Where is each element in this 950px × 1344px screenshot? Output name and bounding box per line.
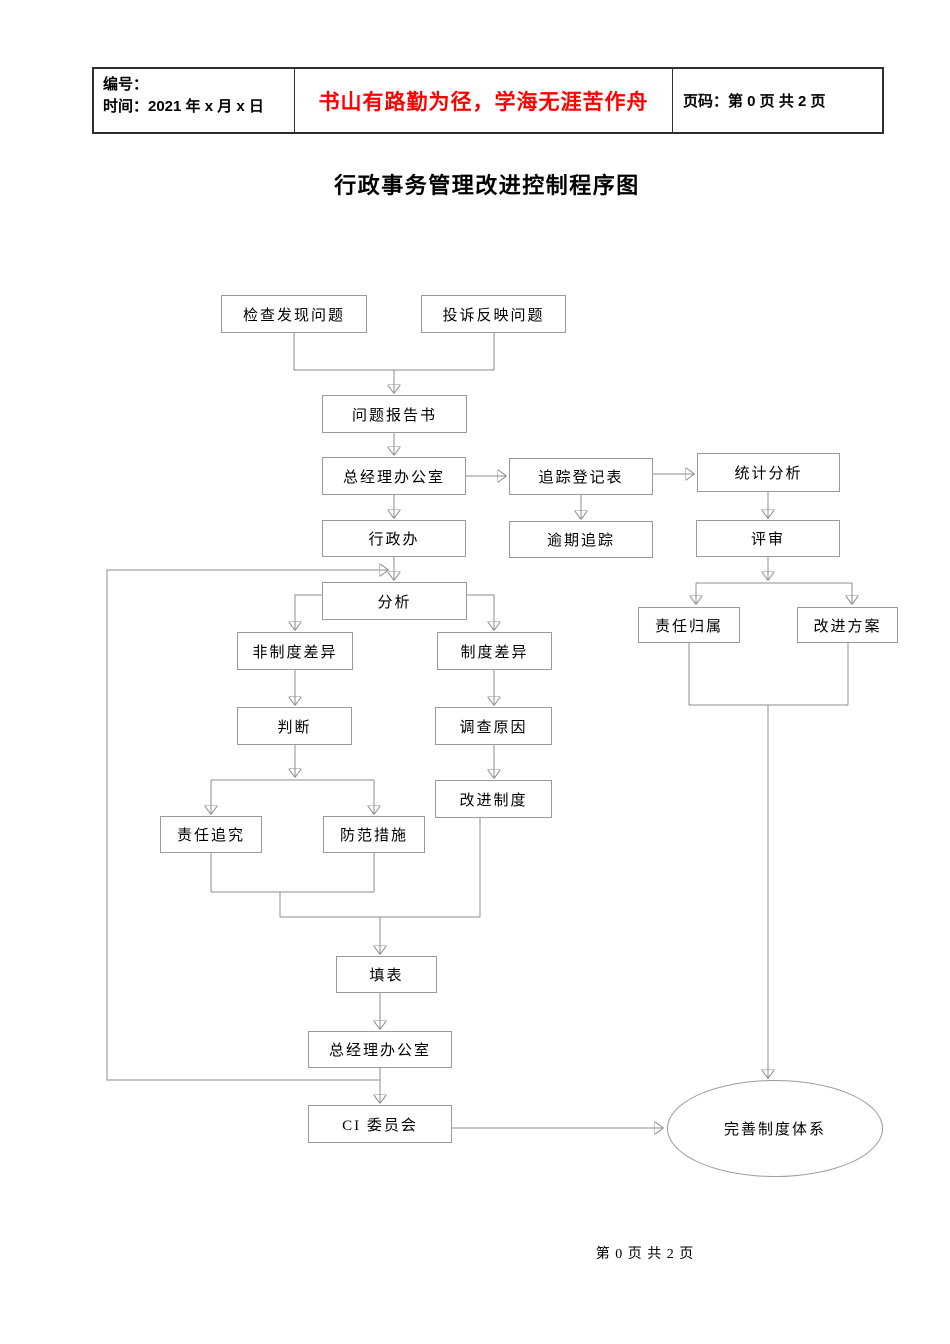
arrow-analysis-to-system xyxy=(467,594,494,630)
node-tracking-form: 追踪登记表 xyxy=(509,458,653,495)
connector-top-merge xyxy=(293,333,495,371)
arrow-feedback-loop xyxy=(106,570,388,1081)
node-overdue-tracking: 逾期追踪 xyxy=(509,521,653,558)
node-gm-office-bottom: 总经理办公室 xyxy=(308,1031,452,1068)
header-page-cell: 页码：第 0 页 共 2 页 xyxy=(673,69,882,132)
header-page-label: 页码：第 0 页 共 2 页 xyxy=(683,93,826,110)
header-table: 编号： 时间：2021 年 x 月 x 日 书山有路勤为径，学海无涯苦作舟 页码… xyxy=(92,67,884,134)
node-judgment: 判断 xyxy=(237,707,352,745)
node-problem-report: 问题报告书 xyxy=(322,395,467,433)
footer-page-number: 第 0 页 共 2 页 xyxy=(595,1247,695,1262)
node-stat-analysis: 统计分析 xyxy=(697,453,840,492)
arrow-analysis-to-nonsystem xyxy=(295,594,322,630)
header-number-time-cell: 编号： 时间：2021 年 x 月 x 日 xyxy=(94,69,295,132)
node-inspect-find-problem: 检查发现问题 xyxy=(221,295,367,333)
node-perfect-system-ellipse: 完善制度体系 xyxy=(667,1080,883,1177)
node-responsibility-attribution: 责任归属 xyxy=(638,607,740,643)
node-system-diff: 制度差异 xyxy=(437,632,552,670)
node-ci-committee: CI 委员会 xyxy=(308,1105,452,1143)
node-improvement-plan: 改进方案 xyxy=(797,607,898,643)
header-number-label: 编号： xyxy=(103,76,149,93)
node-admin-office: 行政办 xyxy=(322,520,466,557)
node-non-system-diff: 非制度差异 xyxy=(237,632,353,670)
header-motto-cell: 书山有路勤为径，学海无涯苦作舟 xyxy=(295,69,673,132)
node-fill-form: 填表 xyxy=(336,956,437,993)
header-time-label: 时间：2021 年 x 月 x 日 xyxy=(103,97,264,115)
node-accountability: 责任追究 xyxy=(160,816,262,853)
page-title: 行政事务管理改进控制程序图 xyxy=(334,173,640,198)
connector-bottom-merge xyxy=(210,818,481,918)
node-improve-system: 改进制度 xyxy=(435,780,552,818)
node-review: 评审 xyxy=(696,520,840,557)
connector-review-split-merge xyxy=(688,582,852,706)
node-analysis: 分析 xyxy=(322,582,467,620)
node-complaint-problem: 投诉反映问题 xyxy=(421,295,566,333)
header-motto: 书山有路勤为径，学海无涯苦作舟 xyxy=(318,90,649,114)
node-gm-office-top: 总经理办公室 xyxy=(322,457,466,495)
node-investigate-cause: 调查原因 xyxy=(435,707,552,745)
node-preventive-measures: 防范措施 xyxy=(323,816,425,853)
